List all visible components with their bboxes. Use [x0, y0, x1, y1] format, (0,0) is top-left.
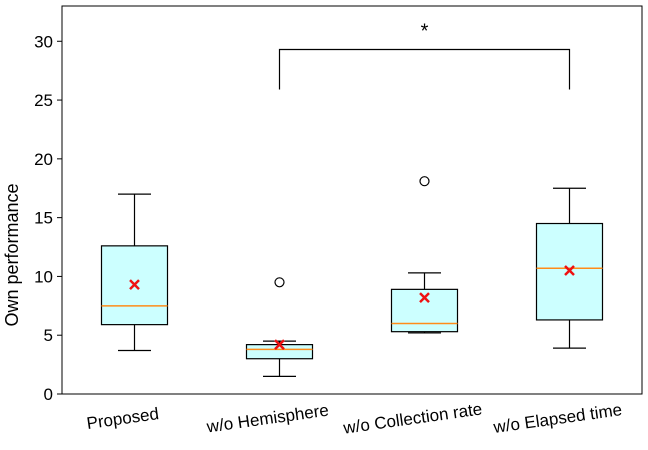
- category-label: w/o Elapsed time: [491, 400, 623, 437]
- iqr-box: [245, 344, 314, 360]
- y-tick-label: 30: [34, 32, 53, 51]
- significance-annotations: *: [278, 21, 571, 90]
- category-label: w/o Hemisphere: [205, 401, 330, 437]
- y-axis-label: Own performance: [2, 183, 22, 326]
- significance-label: *: [421, 21, 429, 43]
- y-tick-label: 5: [44, 326, 53, 345]
- mean-marker: [129, 279, 140, 291]
- y-tick-label: 20: [34, 150, 53, 169]
- box-1: [100, 193, 169, 352]
- y-tick-label: 15: [34, 209, 53, 228]
- y-axis: 0 5 10 15 20 25 30: [34, 32, 62, 404]
- box-series: [100, 176, 604, 377]
- y-tick-label: 10: [34, 267, 53, 286]
- mean-marker: [564, 265, 575, 276]
- iqr-box: [390, 288, 459, 333]
- mean-marker: [274, 339, 285, 351]
- category-label: w/o Collection rate: [341, 399, 483, 437]
- x-axis-labels: Proposed w/o Hemisphere w/o Collection rat…: [85, 399, 623, 437]
- mean-marker-stroke: [129, 279, 140, 291]
- y-tick-label: 25: [34, 91, 53, 110]
- outlier-point: [274, 277, 285, 288]
- mean-marker-stroke: [274, 339, 285, 351]
- mean-marker: [419, 292, 430, 303]
- mean-marker-stroke: [419, 292, 430, 303]
- mean-marker-stroke: [564, 265, 575, 276]
- category-label: Proposed: [85, 404, 160, 433]
- plot-area-frame: [61, 5, 643, 395]
- box-4: [535, 187, 604, 349]
- significance-bracket: [278, 48, 571, 90]
- y-tick-label: 0: [44, 385, 53, 404]
- box-3: [390, 176, 459, 334]
- box-2: [245, 277, 314, 377]
- outlier-point: [419, 176, 430, 187]
